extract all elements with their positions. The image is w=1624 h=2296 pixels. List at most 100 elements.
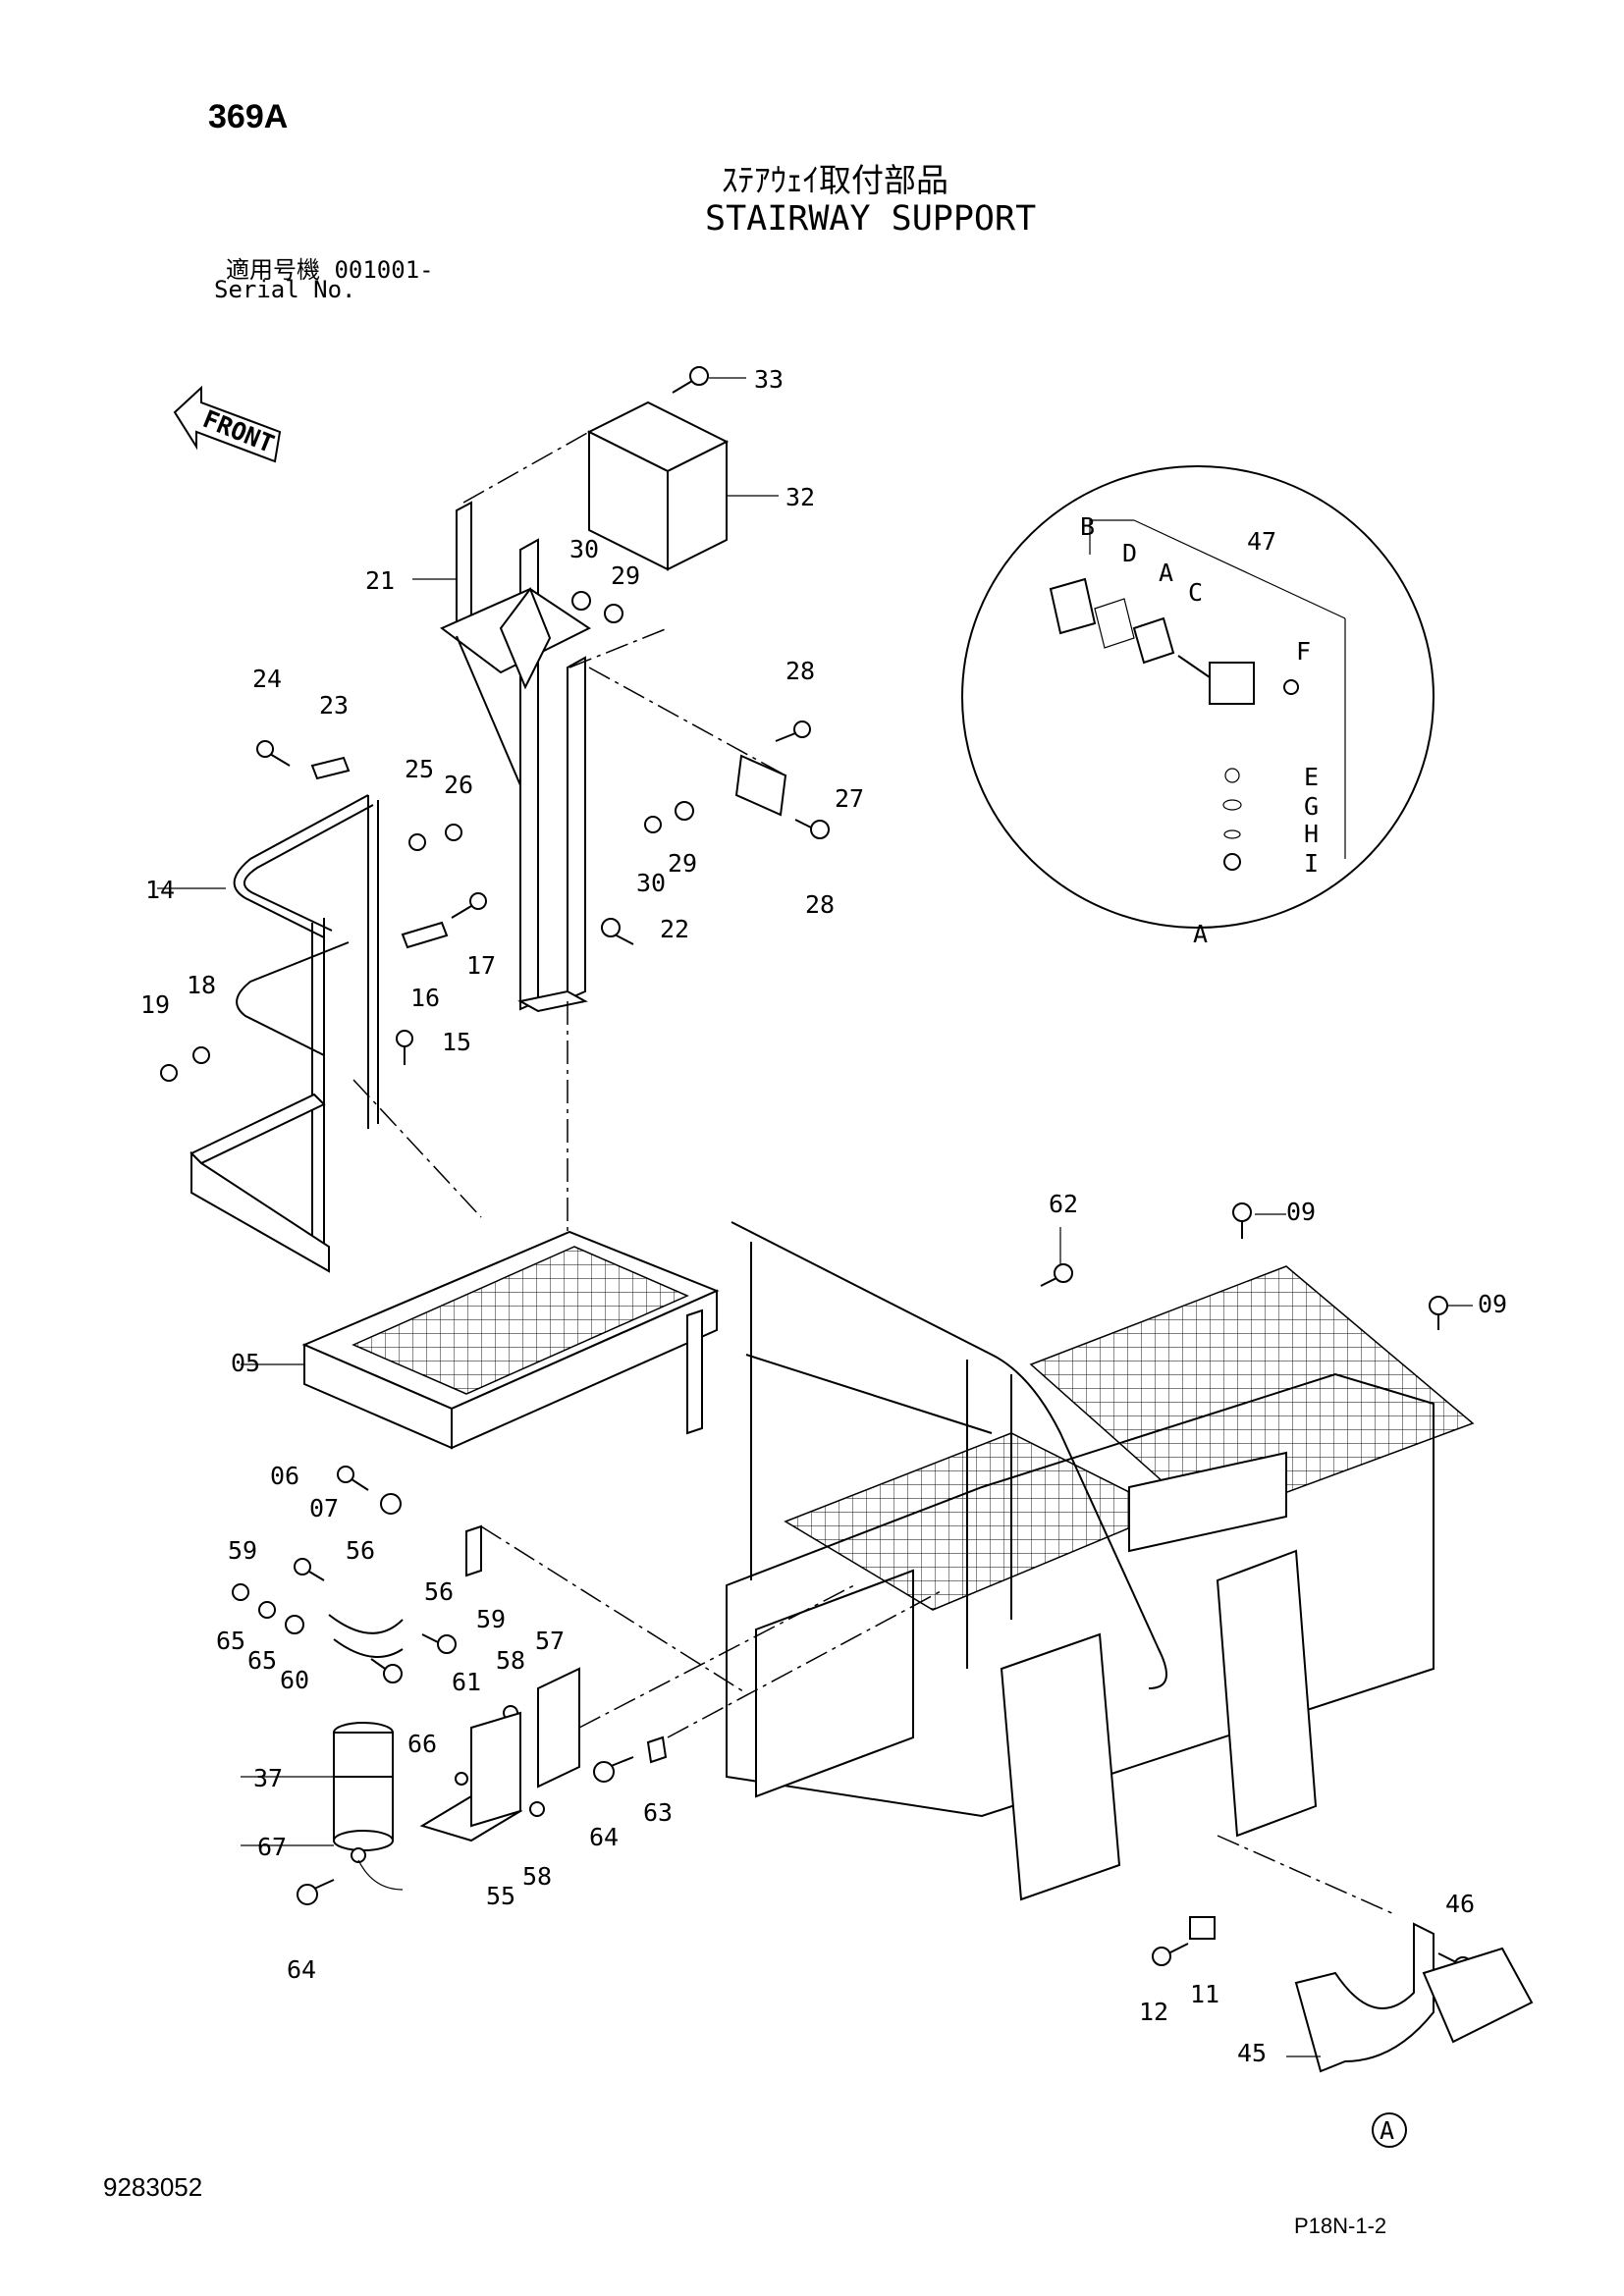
- part-26-nut: [445, 824, 462, 841]
- part-05-step-platform: [301, 1230, 720, 1577]
- callout-60: 60: [280, 1666, 309, 1694]
- callout-09b: 09: [1478, 1290, 1507, 1318]
- callout-64b: 64: [589, 1823, 619, 1851]
- part-21-stair-column: [440, 501, 591, 1013]
- part-22-bolt: [601, 918, 634, 945]
- part-65a-nut: [232, 1583, 249, 1601]
- callout-06: 06: [270, 1462, 299, 1490]
- callout-15: 15: [442, 1028, 471, 1056]
- callout-30a: 30: [569, 535, 599, 563]
- callout-25: 25: [405, 755, 434, 783]
- detail-letter-A: A: [1159, 559, 1173, 587]
- part-28a-bolt: [775, 721, 811, 742]
- callout-61: 61: [452, 1668, 481, 1696]
- detail-view-label: A: [1193, 920, 1208, 948]
- detail-view-A: [961, 465, 1435, 929]
- front-direction-arrow: FRONT: [173, 385, 282, 463]
- part-14-handrail: [189, 794, 379, 1273]
- detail-letter-C: C: [1188, 578, 1203, 607]
- callout-56b: 56: [424, 1577, 454, 1606]
- part-64b-bolt: [593, 1756, 634, 1783]
- part-64a-bolt: [297, 1879, 335, 1905]
- callout-30b: 30: [636, 869, 666, 897]
- part-23-plate: [310, 756, 351, 780]
- part-60-washer: [285, 1615, 304, 1634]
- part-63-clip: [646, 1735, 668, 1764]
- part-09b-bolt: [1429, 1296, 1448, 1330]
- part-25-washer: [408, 833, 426, 851]
- part-24-bolt: [256, 740, 291, 767]
- part-19-nut: [160, 1064, 178, 1082]
- leader-lines: [157, 377, 1473, 2057]
- part-work-lamp: [1422, 1947, 1534, 2044]
- stair-handrail-main: [731, 1221, 1167, 1689]
- part-12-bolt: [1152, 1943, 1189, 1966]
- callout-12: 12: [1139, 1998, 1168, 2026]
- part-07-washer: [380, 1493, 402, 1515]
- part-56-clamp: [328, 1614, 404, 1658]
- detail-ref-circle: [1372, 2112, 1407, 2148]
- callout-24: 24: [252, 665, 282, 693]
- front-arrow-label: FRONT: [199, 404, 279, 458]
- callout-66: 66: [407, 1730, 437, 1758]
- callout-64a: 64: [287, 1955, 316, 1984]
- part-32-cover-box: [586, 400, 730, 571]
- part-33-bolt: [672, 366, 709, 394]
- callout-55: 55: [486, 1882, 515, 1910]
- part-58b-bolt: [529, 1801, 545, 1817]
- part-27-plate: [734, 754, 787, 817]
- part-30a-nut: [571, 591, 591, 611]
- callout-29a: 29: [611, 561, 640, 590]
- page-code: 369A: [208, 98, 289, 135]
- callout-23: 23: [319, 691, 349, 720]
- part-30b-nut: [644, 816, 662, 833]
- callout-17: 17: [466, 951, 496, 980]
- part-29a-washer: [604, 604, 623, 623]
- part-61-bolt: [370, 1658, 403, 1683]
- upper-grating-platform: [784, 1265, 1475, 1611]
- callout-27: 27: [835, 784, 864, 813]
- detail-letter-H: H: [1304, 820, 1319, 848]
- callout-21: 21: [365, 566, 395, 595]
- callout-63: 63: [643, 1798, 673, 1827]
- part-29b-washer: [675, 801, 694, 821]
- part-37-beacon-lamp: [333, 1722, 394, 1851]
- callout-37: 37: [253, 1764, 283, 1792]
- callout-28b: 28: [805, 890, 835, 919]
- part-59b-bolt: [421, 1633, 457, 1654]
- callout-56a: 56: [346, 1536, 375, 1565]
- assembly-reference-lines: [352, 431, 1395, 1915]
- callout-07: 07: [309, 1494, 339, 1522]
- detail-letter-G: G: [1304, 792, 1319, 821]
- part-65b-nut: [258, 1601, 276, 1619]
- serial-label-japanese: 適用号機 001001-: [226, 256, 434, 284]
- part-67-connector: [351, 1847, 404, 1891]
- callout-58b: 58: [522, 1862, 552, 1891]
- callout-47: 47: [1247, 527, 1276, 556]
- title-japanese: ｽﾃｱｳｪｲ取付部品: [722, 161, 948, 199]
- callout-67: 67: [257, 1833, 287, 1861]
- callout-57: 57: [535, 1627, 565, 1655]
- detail-letter-E: E: [1304, 763, 1319, 791]
- callout-32: 32: [785, 483, 815, 511]
- part-18-washer: [192, 1046, 210, 1064]
- callout-45: 45: [1237, 2039, 1267, 2067]
- part-11-collar: [1189, 1916, 1216, 1940]
- callout-26: 26: [444, 771, 473, 799]
- part-57-bracket-plate: [537, 1667, 580, 1789]
- callout-58a: 58: [496, 1646, 525, 1675]
- part-59a-bolt: [294, 1558, 325, 1581]
- detail-letter-F: F: [1296, 637, 1311, 666]
- part-55-mount-bracket: [419, 1711, 523, 1842]
- callout-65a: 65: [216, 1627, 245, 1655]
- callout-33: 33: [754, 365, 784, 394]
- detail-letter-D: D: [1122, 539, 1137, 567]
- callout-29b: 29: [668, 849, 697, 878]
- callout-14: 14: [145, 876, 175, 904]
- callout-59a: 59: [228, 1536, 257, 1565]
- callout-65b: 65: [247, 1646, 277, 1675]
- callout-11: 11: [1190, 1980, 1219, 2008]
- part-62-bolt: [1040, 1263, 1073, 1287]
- callout-18: 18: [187, 971, 216, 999]
